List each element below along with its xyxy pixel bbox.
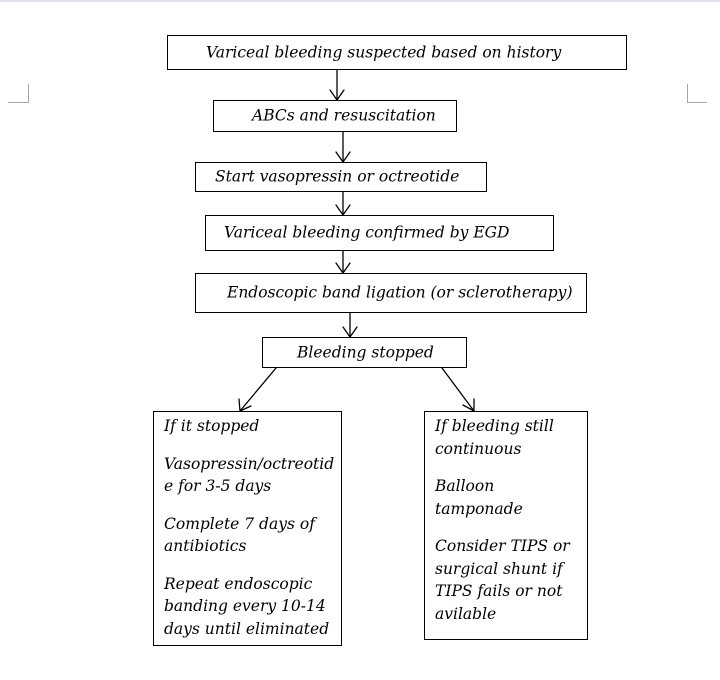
right-branch-box: If bleeding still continuous Balloon tam… <box>424 411 588 640</box>
arrow-right-branch <box>441 367 475 412</box>
right-branch-item: If bleeding still continuous <box>435 417 554 458</box>
step-band-ligation-label: Endoscopic band ligation (or sclerothera… <box>227 283 573 302</box>
crop-mark-right-h <box>687 102 707 103</box>
crop-mark-left-h <box>8 102 28 103</box>
step-confirmed-egd: Variceal bleeding confirmed by EGD <box>205 215 554 251</box>
arrow-left-branch <box>239 367 277 412</box>
step-confirmed-egd-label: Variceal bleeding confirmed by EGD <box>224 223 510 242</box>
step-start-vasopressin-label: Start vasopressin or octreotide <box>215 167 460 186</box>
page-top-edge <box>0 0 720 2</box>
step-bleeding-stopped: Bleeding stopped <box>262 337 467 368</box>
right-branch-item: Balloon tamponade <box>435 477 523 518</box>
crop-mark-left-v <box>28 84 29 103</box>
left-branch-item: Repeat endoscopic banding every 10-14 da… <box>164 574 330 638</box>
step-suspected: Variceal bleeding suspected based on his… <box>167 35 627 70</box>
left-branch-box: If it stopped Vasopressin/octreotid e fo… <box>153 411 342 646</box>
step-abcs-label: ABCs and resuscitation <box>252 106 436 125</box>
step-band-ligation: Endoscopic band ligation (or sclerothera… <box>195 273 587 313</box>
step-suspected-label: Variceal bleeding suspected based on his… <box>206 42 562 61</box>
left-branch-item: Vasopressin/octreotid e for 3-5 days <box>164 454 335 496</box>
left-branch-item: Complete 7 days of antibiotics <box>164 514 315 556</box>
step-bleeding-stopped-label: Bleeding stopped <box>297 342 434 361</box>
right-branch-item: Consider TIPS or surgical shunt if TIPS … <box>435 537 570 623</box>
crop-mark-right-v <box>687 84 688 103</box>
left-branch-item: If it stopped <box>164 417 260 435</box>
step-abcs: ABCs and resuscitation <box>213 100 457 132</box>
step-start-vasopressin: Start vasopressin or octreotide <box>195 162 487 192</box>
